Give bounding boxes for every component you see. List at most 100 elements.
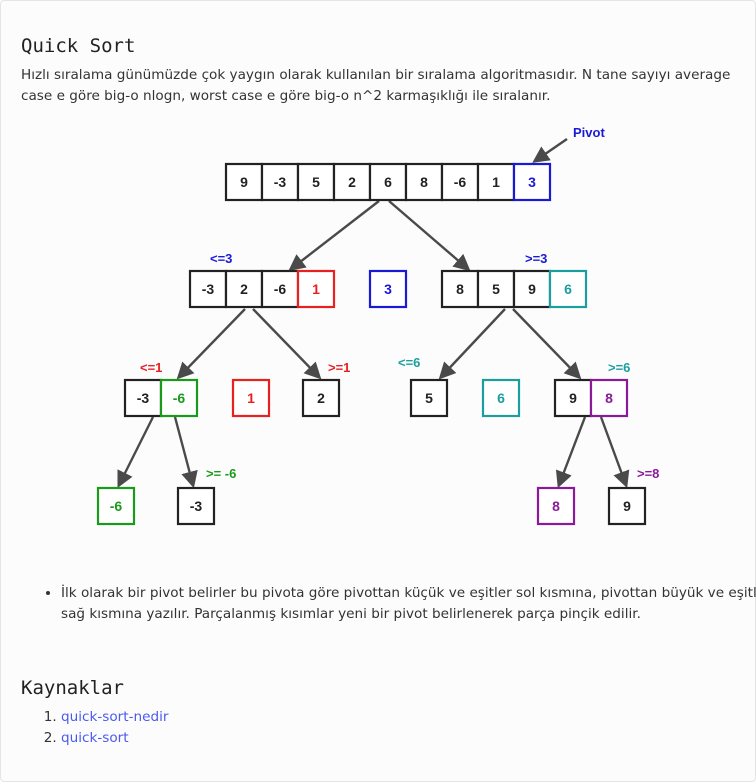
root-array-cell-value: 5 — [312, 174, 320, 190]
left-partition-cell-box — [296, 269, 336, 309]
pivot-3-box — [368, 269, 408, 309]
label-ge1: >=1 — [328, 360, 350, 375]
l2-two-box — [301, 378, 341, 418]
l3-neg6-value: -6 — [110, 498, 123, 514]
left-partition-cell-value: 2 — [240, 281, 248, 297]
l2-right-cell: 8 — [589, 378, 629, 418]
right-partition-cell-value: 5 — [492, 281, 500, 297]
l2-five-value: 5 — [425, 390, 433, 406]
explanation-list: İlk olarak bir pivot belirler bu pivota … — [31, 583, 756, 625]
right-partition-cell: 9 — [512, 269, 552, 309]
root-array-cell-value: 1 — [492, 174, 500, 190]
left-partition-cell: -3 — [188, 269, 228, 309]
root-array-cell: 2 — [332, 162, 372, 202]
l2-right-cell-value: 8 — [605, 390, 613, 406]
l2-two: 2 — [301, 378, 341, 418]
left-partition-cell-value: -3 — [202, 281, 215, 297]
pivot-1-box — [231, 378, 271, 418]
intro-paragraph: Hızlı sıralama günümüzde çok yaygın olar… — [21, 67, 731, 104]
root-array-cell-value: -6 — [454, 174, 467, 190]
l2-five: 5 — [409, 378, 449, 418]
source-item: quick-sort — [61, 728, 168, 749]
root-array-cell: 9 — [224, 162, 264, 202]
l3-nine-box — [607, 486, 647, 526]
arrow-l3-right — [173, 416, 198, 489]
l2-left-cell-box — [159, 378, 199, 418]
l3-neg3-box — [176, 486, 216, 526]
root-array-cell: 8 — [404, 162, 444, 202]
arrow-right-left — [438, 308, 506, 380]
arrow-root-right — [388, 200, 471, 272]
root-array-cell-box — [440, 162, 480, 202]
right-partition-cell-box — [512, 269, 552, 309]
l3-eight-box — [536, 486, 576, 526]
source-link[interactable]: quick-sort — [61, 730, 129, 746]
sources-list: quick-sort-nedir quick-sort — [23, 707, 168, 749]
right-partition-cell-box — [548, 269, 588, 309]
l2-left-cell-box — [123, 378, 163, 418]
label-le1: <=1 — [140, 360, 162, 375]
root-array-cell: 3 — [512, 162, 552, 202]
label-le3: <=3 — [210, 251, 232, 266]
root-array-cell-value: 6 — [384, 174, 392, 190]
right-partition-cell-box — [476, 269, 516, 309]
l2-left-cell-value: -3 — [137, 390, 150, 406]
right-partition-cell: 8 — [440, 269, 480, 309]
left-partition-cell-box — [260, 269, 300, 309]
pivot-6: 6 — [481, 378, 521, 418]
right-partition-cell-box — [440, 269, 480, 309]
root-array-cell-value: 8 — [420, 174, 428, 190]
right-partition-cell-value: 6 — [564, 281, 572, 297]
pivot-3-value: 3 — [384, 281, 392, 297]
root-array-cell-box — [404, 162, 444, 202]
explanation-item: İlk olarak bir pivot belirler bu pivota … — [61, 583, 756, 625]
pivot-arrow — [532, 138, 568, 163]
l3-neg3-value: -3 — [190, 498, 203, 514]
pivot-1-value: 1 — [247, 390, 255, 406]
root-array-cell: -6 — [440, 162, 480, 202]
left-partition-cell-value: -6 — [274, 281, 287, 297]
arrows — [117, 138, 630, 489]
l3-eight: 8 — [536, 486, 576, 526]
label-ge6: >=6 — [608, 360, 630, 375]
pivot-label: Pivot — [573, 125, 605, 140]
root-array-cell-box — [332, 162, 372, 202]
label-ge8: >=8 — [637, 466, 659, 481]
left-partition-cell: -6 — [260, 269, 300, 309]
root-array-cell: 6 — [368, 162, 408, 202]
l2-right-cell: 9 — [553, 378, 593, 418]
l3-nine-value: 9 — [623, 498, 631, 514]
l2-right-cell-value: 9 — [569, 390, 577, 406]
pivot-1: 1 — [231, 378, 271, 418]
l3-neg6-box — [96, 486, 136, 526]
label-ge-neg6: >= -6 — [206, 466, 236, 481]
right-partition-cell-value: 8 — [456, 281, 464, 297]
pivot-6-box — [481, 378, 521, 418]
l3-nine: 9 — [607, 486, 647, 526]
source-link[interactable]: quick-sort-nedir — [61, 709, 169, 725]
l3-neg3: -3 — [176, 486, 216, 526]
arrow-left-left — [176, 308, 246, 380]
l2-left-cell: -6 — [159, 378, 199, 418]
root-array-cell-box — [224, 162, 264, 202]
right-partition-cell: 5 — [476, 269, 516, 309]
root-array-cell-value: 2 — [348, 174, 356, 190]
arrow-l3-eight — [555, 416, 587, 489]
arrow-l3-left — [117, 416, 155, 489]
arrow-l3-nine — [599, 416, 630, 489]
pivot-6-value: 6 — [497, 390, 505, 406]
root-array-cell-box — [512, 162, 552, 202]
right-partition-cell-value: 9 — [528, 281, 536, 297]
source-item: quick-sort-nedir — [61, 707, 168, 728]
root-array-cell: 5 — [296, 162, 336, 202]
l2-right-cell-box — [589, 378, 629, 418]
root-array-cell-value: -3 — [274, 174, 287, 190]
l2-five-box — [409, 378, 449, 418]
partition-labels: Pivot<=3>=3<=1>=1<=6>=6>= -6>=8 — [140, 125, 659, 481]
arrow-right-right — [512, 308, 582, 380]
root-array-cell-value: 9 — [240, 174, 248, 190]
l3-neg6: -6 — [96, 486, 136, 526]
